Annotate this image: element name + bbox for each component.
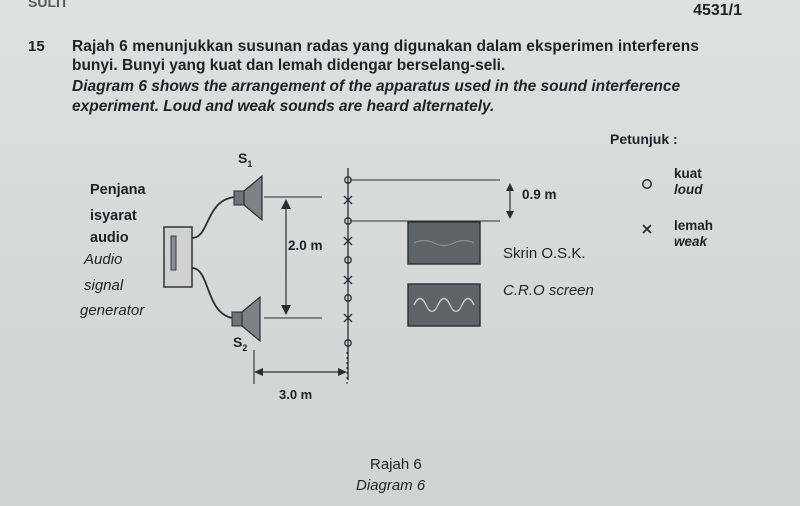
- weak-marker: [343, 313, 353, 323]
- legend-loud-icon: [642, 179, 652, 189]
- weak-marker: [343, 195, 353, 205]
- speaker-s2-label: S2: [233, 334, 248, 353]
- screen-distance-label: 3.0 m: [279, 387, 313, 402]
- legend-weak-english: weak: [674, 234, 708, 249]
- generator-label-english-2: signal: [84, 277, 124, 294]
- screen-label-english: C.R.O screen: [503, 282, 594, 299]
- legend-title: Petunjuk :: [610, 131, 678, 147]
- speaker-s1-icon: [233, 174, 263, 222]
- cro-screen-1: [407, 221, 481, 265]
- weak-marker: [343, 275, 353, 285]
- speaker-separation-arrow: [281, 199, 291, 315]
- caption-malay: Rajah 6: [370, 456, 422, 473]
- speaker-s2-icon: [231, 295, 261, 343]
- legend-loud-malay: kuat: [674, 166, 702, 181]
- question-english-line-1: Diagram 6 shows the arrangement of the a…: [72, 78, 681, 95]
- generator-label-malay-3: audio: [90, 230, 129, 246]
- weak-marker: [343, 236, 353, 246]
- generator-label-english-3: generator: [80, 302, 145, 319]
- wire-to-s2: [191, 267, 233, 319]
- screen-label-malay: Skrin O.S.K.: [503, 245, 586, 262]
- loud-marker: [344, 256, 352, 264]
- wire-to-s1: [191, 196, 236, 239]
- legend-weak-icon: [642, 224, 652, 234]
- legend-symbols: [642, 179, 652, 234]
- paper-code: 4531/1: [693, 2, 742, 19]
- header-left-text: SULIT: [28, 0, 69, 10]
- generator-label-english-1: Audio: [84, 251, 123, 268]
- question-english-line-2: experiment. Loud and weak sounds are hea…: [72, 98, 495, 115]
- speaker-s1-label: S1: [238, 150, 253, 169]
- fringe-separation-label: 0.9 m: [522, 187, 557, 202]
- fringe-separation-arrow: [506, 183, 514, 219]
- signal-generator: [163, 226, 193, 288]
- legend-loud-english: loud: [674, 182, 703, 197]
- fringe-markers: [343, 176, 353, 347]
- question-malay-line-2: bunyi. Bunyi yang kuat dan lemah didenga…: [72, 57, 506, 74]
- loud-marker: [344, 294, 352, 302]
- loud-marker: [344, 339, 352, 347]
- cro-screen-2: [407, 283, 481, 327]
- speaker-separation-label: 2.0 m: [288, 238, 323, 253]
- screen-distance-arrow: [253, 350, 348, 384]
- generator-label-malay-1: Penjana: [90, 182, 146, 198]
- question-number: 15: [28, 38, 45, 55]
- caption-english: Diagram 6: [356, 477, 426, 494]
- generator-label-malay-2: isyarat: [90, 208, 137, 224]
- question-malay-line-1: Rajah 6 menunjukkan susunan radas yang d…: [72, 38, 700, 55]
- legend-weak-malay: lemah: [674, 218, 714, 233]
